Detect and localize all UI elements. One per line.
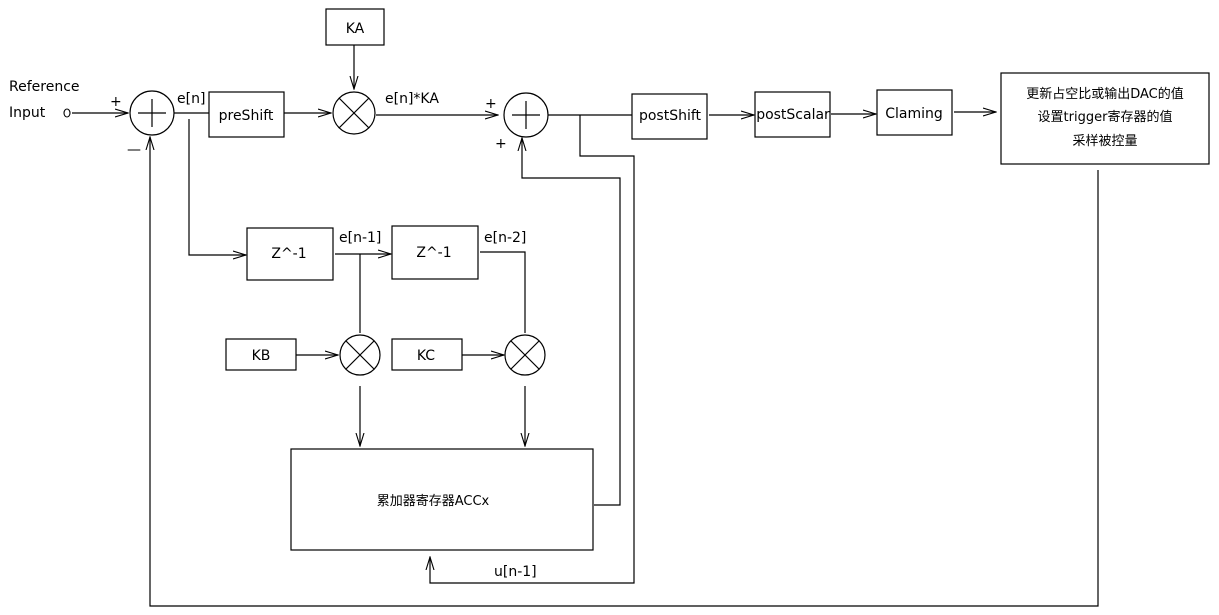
block-postscalar — [754, 91, 831, 138]
block-ka — [325, 8, 385, 46]
block-kc-label: KC — [417, 348, 435, 364]
block-delay2-label: Z^-1 — [416, 245, 451, 261]
input-label-reference: Reference — [9, 79, 80, 95]
output-line2: 设置trigger寄存器的值 — [1038, 109, 1173, 125]
block-accumulator — [290, 448, 594, 551]
input-terminal — [63, 108, 71, 118]
signal-en-ka-label: e[n]*KA — [385, 91, 439, 107]
sum2-plus-bottom-sign: + — [495, 136, 507, 152]
wire-main-feedback — [150, 137, 1099, 607]
summing-junction-error — [129, 90, 175, 136]
sum2-plus-left-sign: + — [485, 96, 497, 112]
multiplier-kb — [339, 334, 381, 376]
block-preshift — [208, 91, 285, 138]
wire-en-to-delay1 — [188, 119, 246, 255]
block-postscalar-label: postScalar — [756, 107, 830, 123]
block-output-actuator — [1000, 72, 1210, 165]
block-kc — [391, 338, 463, 371]
sum1-plus-sign: + — [110, 94, 122, 110]
multiplier-kc — [504, 334, 546, 376]
output-line3: 采样被控量 — [1072, 134, 1137, 149]
wire-delay2-to-mult-kc — [480, 251, 526, 333]
wire-acc-to-sum2 — [522, 138, 621, 506]
signal-en1-label: e[n-1] — [339, 230, 381, 246]
block-claming — [876, 89, 953, 136]
input-label-input: Input — [9, 105, 46, 121]
output-line1: 更新占空比或输出DAC的值 — [1026, 86, 1184, 102]
block-delay2 — [391, 225, 479, 280]
sum1-minus-sign: — — [127, 142, 141, 158]
block-kb-label: KB — [252, 348, 271, 364]
block-accumulator-label: 累加器寄存器ACCx — [377, 493, 490, 509]
block-kb — [225, 338, 297, 371]
signal-en2-label: e[n-2] — [484, 230, 526, 246]
block-claming-label: Claming — [885, 106, 943, 122]
block-postshift — [631, 93, 708, 140]
block-preshift-label: preShift — [219, 108, 274, 124]
multiplier-ka — [332, 91, 376, 135]
wire-un1-feedback — [430, 115, 635, 584]
signal-un1-label: u[n-1] — [494, 564, 537, 580]
block-ka-label: KA — [346, 21, 365, 37]
summing-junction-output — [503, 92, 549, 138]
block-delay1-label: Z^-1 — [271, 246, 306, 262]
signal-en-label: e[n] — [177, 91, 205, 107]
block-postshift-label: postShift — [639, 108, 702, 124]
block-delay1 — [246, 227, 334, 281]
